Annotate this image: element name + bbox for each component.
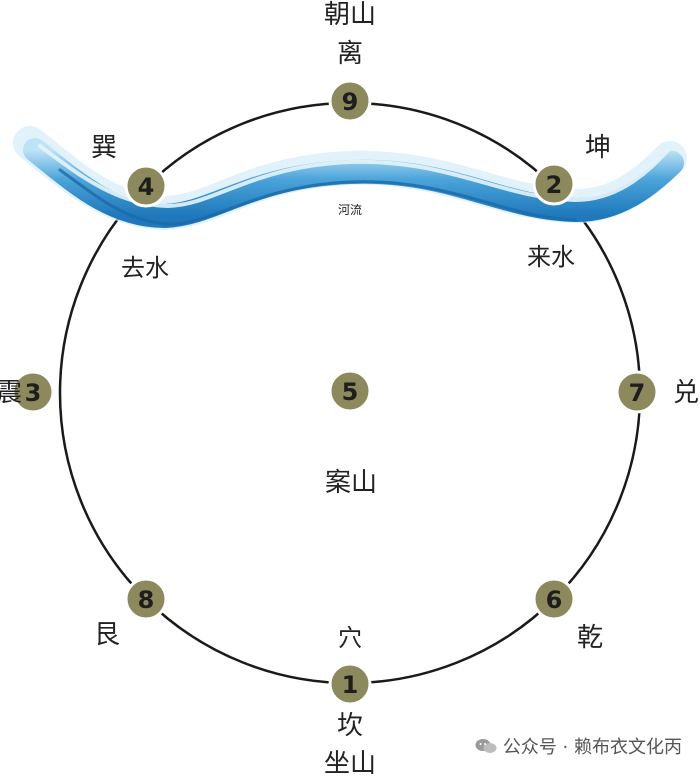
center-number: 5	[342, 378, 359, 406]
bottom-label-zuoshan: 坐山	[324, 749, 376, 779]
node-label-left: 震	[0, 378, 22, 408]
watermark-text: 公众号 · 赖布衣文化丙	[502, 737, 682, 758]
water-out-label: 去水	[121, 254, 169, 282]
node-bottom	[328, 662, 372, 706]
node-number-left: 3	[25, 379, 42, 407]
node-number-upper-left: 4	[138, 173, 155, 201]
top-label-li: 离	[337, 39, 363, 69]
node-label-lower-right: 乾	[577, 623, 603, 653]
node-lower-right	[532, 577, 576, 621]
xue-label: 穴	[338, 624, 362, 652]
node-left	[11, 370, 55, 414]
river	[13, 126, 687, 231]
river-label: 河流	[338, 203, 362, 217]
node-number-lower-right: 6	[546, 586, 563, 614]
node-number-right: 7	[629, 379, 646, 407]
node-lower-left	[124, 577, 168, 621]
center-label: 案山	[325, 468, 377, 498]
node-upper-right	[532, 162, 576, 206]
top-label-chaoshan: 朝山	[324, 0, 376, 30]
node-label-upper-left: 巽	[91, 133, 117, 163]
wechat-icon	[475, 739, 497, 753]
node-label-lower-left: 艮	[94, 620, 120, 650]
water-in-label: 来水	[527, 243, 575, 271]
node-upper-left	[124, 164, 168, 208]
bottom-label-kan: 坎	[337, 711, 363, 741]
node-top	[328, 79, 372, 123]
node-right	[615, 370, 659, 414]
node-number-bottom: 1	[342, 671, 359, 699]
watermark: 公众号 · 赖布衣文化丙	[475, 733, 682, 759]
center-node	[328, 369, 372, 413]
node-label-upper-right: 坤	[585, 133, 611, 163]
node-number-top: 9	[342, 88, 359, 116]
node-number-lower-left: 8	[138, 586, 155, 614]
node-label-right: 兑	[673, 378, 699, 408]
node-number-upper-right: 2	[546, 171, 563, 199]
